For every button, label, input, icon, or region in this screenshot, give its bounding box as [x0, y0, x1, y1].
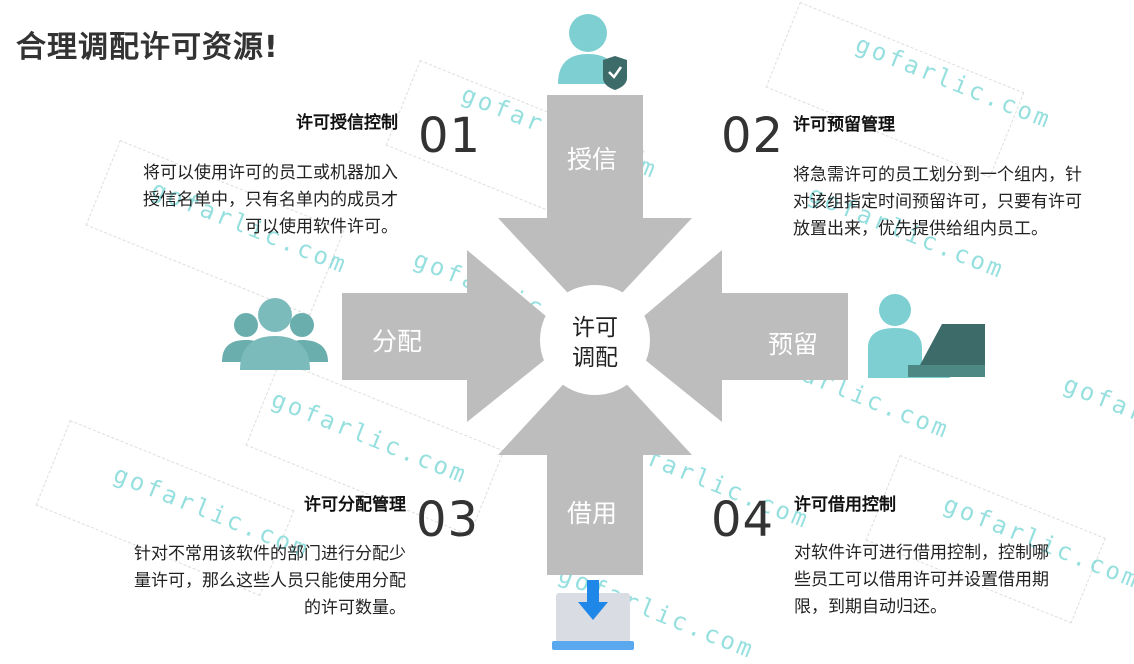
download-tray-icon	[552, 580, 634, 650]
section-number-01: 01	[418, 108, 482, 164]
group-icon	[222, 298, 328, 370]
section-body-line: 限，到期自动归还。	[794, 597, 947, 617]
section-number-04: 04	[711, 492, 775, 548]
arrow-label-left: 分配	[372, 327, 423, 356]
section-number-03: 03	[416, 492, 480, 548]
section-body-line: 对该组指定时间预留许可，只要有许可	[793, 192, 1082, 212]
section-title-01: 许可授信控制	[296, 113, 398, 133]
section-body-line: 将可以使用许可的员工或机器加入	[143, 163, 398, 183]
section-title-03: 许可分配管理	[304, 495, 406, 515]
section-body-line: 针对不常用该软件的部门进行分配少	[134, 544, 406, 564]
section-body-line: 些员工可以借用许可并设置借用期	[794, 570, 1049, 590]
section-body-01: 将可以使用许可的员工或机器加入 授信名单中，只有名单内的成员才 可以使用软件许可…	[60, 160, 398, 241]
arrow-label-bottom: 借用	[567, 499, 618, 528]
section-body-line: 将急需许可的员工划分到一个组内，针	[793, 165, 1082, 185]
section-body-line: 的许可数量。	[304, 598, 406, 618]
section-body-line: 授信名单中，只有名单内的成员才	[143, 190, 398, 210]
center-label-line1: 许可	[572, 315, 618, 341]
section-title-04: 许可借用控制	[794, 495, 896, 515]
user-shield-icon	[558, 14, 627, 90]
section-body-line: 放置出来，优先提供给组内员工。	[793, 219, 1048, 239]
arrow-right	[618, 250, 848, 422]
center-circle	[540, 285, 650, 395]
arrow-label-right: 预留	[768, 330, 819, 359]
arrow-left	[342, 250, 572, 422]
section-number-02: 02	[721, 108, 785, 164]
center-label-line2: 调配	[572, 345, 618, 371]
section-body-03: 针对不常用该软件的部门进行分配少 量许可，那么这些人员只能使用分配 的许可数量。	[66, 541, 406, 622]
arrow-top	[498, 95, 692, 322]
arrow-label-top: 授信	[567, 145, 618, 174]
section-body-line: 对软件许可进行借用控制，控制哪	[794, 543, 1049, 563]
section-title-02: 许可预留管理	[793, 115, 895, 135]
page-title: 合理调配许可资源!	[16, 30, 279, 65]
section-body-line: 可以使用软件许可。	[245, 217, 398, 237]
section-body-04: 对软件许可进行借用控制，控制哪 些员工可以借用许可并设置借用期 限，到期自动归还…	[794, 540, 1094, 621]
section-body-02: 将急需许可的员工划分到一个组内，针 对该组指定时间预留许可，只要有许可 放置出来…	[793, 162, 1123, 243]
arrow-bottom	[498, 350, 692, 575]
person-laptop-icon	[868, 294, 985, 378]
section-body-line: 量许可，那么这些人员只能使用分配	[134, 571, 406, 591]
center-label: 许可 调配	[560, 313, 630, 373]
